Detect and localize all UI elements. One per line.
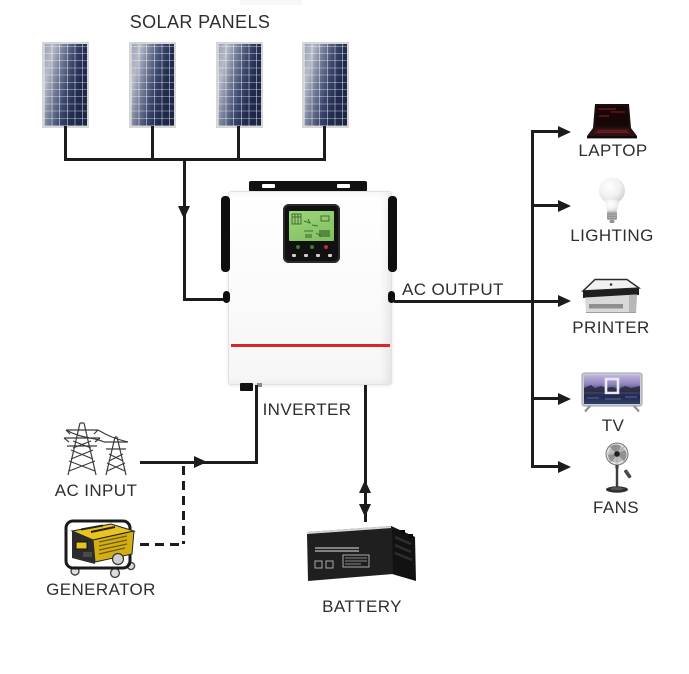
solar-panel bbox=[302, 42, 349, 128]
arrow-to-laptop-icon bbox=[558, 126, 571, 138]
wire-branch-laptop bbox=[531, 130, 558, 133]
inverter-left-vent-stub bbox=[223, 291, 230, 303]
wire-panel4-stub bbox=[323, 126, 326, 160]
arrow-to-tv-icon bbox=[558, 393, 571, 405]
printer-icon bbox=[581, 278, 642, 313]
ac-input-label: AC INPUT bbox=[54, 481, 138, 500]
inverter-bottom-connector bbox=[257, 383, 262, 387]
wire-branch-lighting bbox=[531, 204, 558, 207]
battery-icon bbox=[307, 526, 416, 581]
inverter-lcd-display bbox=[283, 204, 340, 263]
solar-panels-title: SOLAR PANELS bbox=[129, 12, 271, 32]
battery-arrow-down-icon bbox=[359, 504, 371, 517]
wire-panel2-stub bbox=[151, 126, 154, 160]
tv-icon bbox=[581, 372, 643, 413]
fan-icon bbox=[605, 442, 632, 493]
power-pylons-icon bbox=[63, 422, 129, 476]
wire-battery bbox=[364, 385, 367, 522]
lightbulb-icon bbox=[599, 177, 625, 223]
inverter-red-stripe bbox=[231, 344, 390, 347]
wire-solar-bus bbox=[64, 158, 326, 161]
lcd-glyphs bbox=[291, 213, 330, 238]
status-led-red bbox=[324, 245, 328, 249]
solar-panel bbox=[42, 42, 89, 128]
lcd-button bbox=[304, 254, 308, 257]
lighting-label: LIGHTING bbox=[570, 226, 654, 245]
wire-panel3-stub bbox=[237, 126, 240, 160]
ac-input-arrow-icon bbox=[194, 456, 207, 468]
wire-branch-fans bbox=[531, 465, 558, 468]
solar-arrow-down-icon bbox=[178, 206, 190, 219]
wire-solar-drop bbox=[183, 158, 186, 301]
solar-panel bbox=[129, 42, 176, 128]
inverter-right-vent bbox=[388, 196, 397, 272]
solar-panel bbox=[216, 42, 263, 128]
laptop-label: LAPTOP bbox=[578, 141, 648, 160]
inverter-bottom-connector bbox=[240, 383, 253, 391]
wire-branch-tv bbox=[531, 397, 558, 400]
wire-solar-to-inverter bbox=[183, 298, 230, 301]
status-led-green bbox=[310, 245, 314, 249]
inverter-label: INVERTER bbox=[262, 400, 352, 419]
ac-output-label: AC OUTPUT bbox=[402, 280, 504, 299]
top-crop-artifact bbox=[240, 0, 302, 5]
wire-ac-input-riser bbox=[255, 385, 258, 464]
inverter-bracket bbox=[249, 181, 367, 192]
lcd-button bbox=[292, 254, 296, 257]
inverter-right-vent-stub bbox=[388, 291, 395, 303]
fans-label: FANS bbox=[592, 498, 639, 517]
printer-label: PRINTER bbox=[572, 318, 650, 337]
wire-generator-dashed-horizontal bbox=[140, 543, 185, 546]
wire-ac-output-main bbox=[394, 300, 558, 303]
battery-label: BATTERY bbox=[322, 597, 402, 616]
lcd-button bbox=[316, 254, 320, 257]
arrow-to-printer-icon bbox=[558, 295, 571, 307]
generator-icon bbox=[64, 519, 136, 578]
battery-arrow-up-icon bbox=[359, 480, 371, 493]
wire-ac-output-bus bbox=[531, 130, 534, 468]
lcd-button bbox=[328, 254, 332, 257]
arrow-to-lighting-icon bbox=[558, 200, 571, 212]
laptop-icon bbox=[587, 104, 637, 139]
arrow-to-fans-icon bbox=[558, 461, 571, 473]
tv-label: TV bbox=[601, 416, 625, 435]
status-led-green bbox=[296, 245, 300, 249]
wire-generator-dashed-vertical bbox=[182, 466, 185, 544]
wire-panel1-stub bbox=[64, 126, 67, 160]
inverter-left-vent bbox=[221, 196, 230, 272]
lcd-screen bbox=[289, 211, 334, 241]
generator-label: GENERATOR bbox=[46, 580, 156, 599]
